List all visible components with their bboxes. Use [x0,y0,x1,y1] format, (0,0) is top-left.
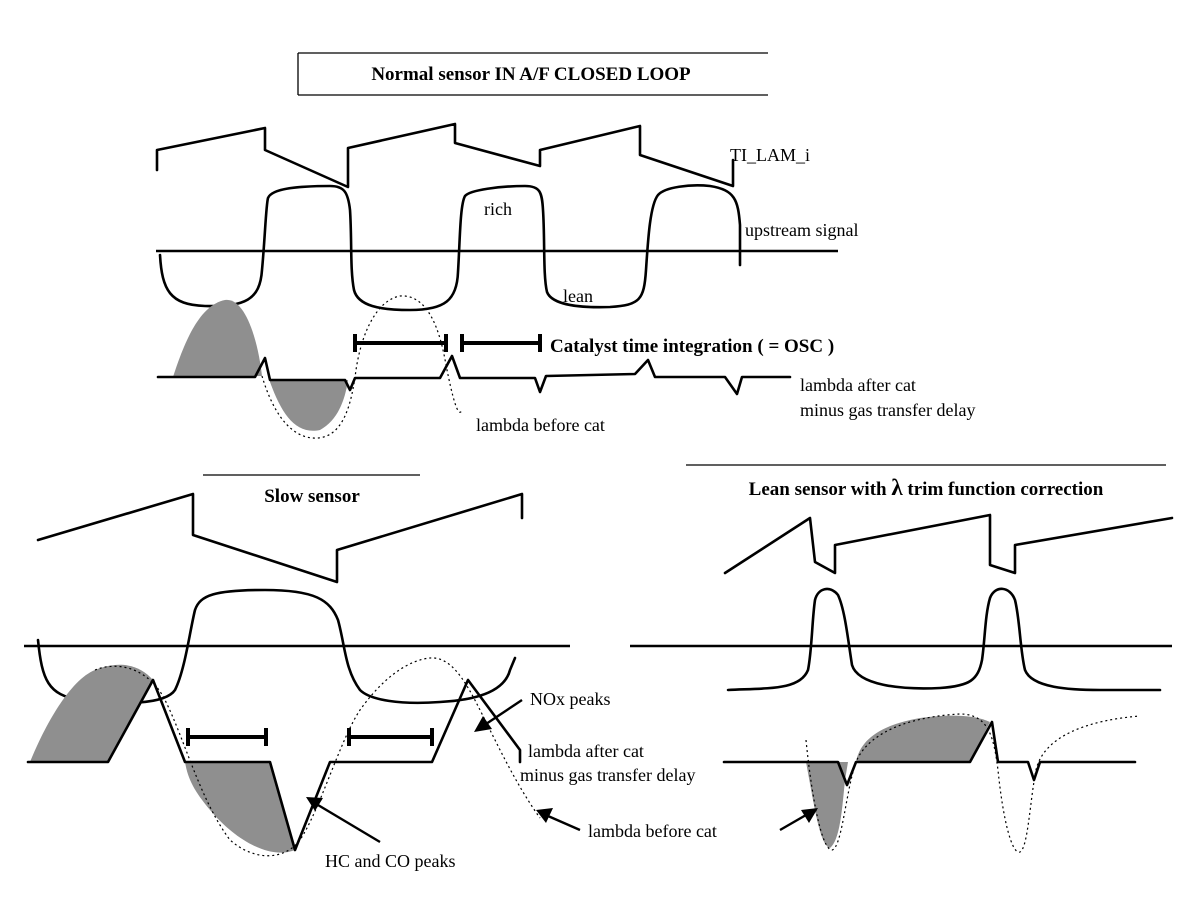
label-after-cat-normal-1: lambda after cat [800,375,916,395]
panel-title-normal: Normal sensor IN A/F CLOSED LOOP [371,64,691,85]
arrow-before-cat-slow [536,808,581,832]
label-after-cat-slow-1: lambda after cat [528,741,644,761]
ti-lam-signal-lean [723,513,1174,575]
label-after-cat-normal-2: minus gas transfer delay [800,400,975,420]
shaded-lean-dip [806,762,848,848]
label-before-cat-normal: lambda before cat [476,415,605,435]
shaded-nox-lobe-slow [30,664,153,762]
label-before-cat-slow: lambda before cat [588,821,717,841]
shaded-hc-co-lobe-slow [185,762,295,853]
shaded-rich-lobe [173,299,262,377]
upstream-signal-lean [726,587,1162,692]
shaded-lean-lobe [856,715,990,762]
arrow-hc-co [306,797,381,844]
shaded-lean-lobe [270,380,348,431]
lambda-after-cat-normal [156,354,792,396]
label-rich: rich [484,199,512,219]
panel-lean-sensor: Lean sensor with λ trim function correct… [630,464,1174,853]
arrow-nox [474,699,523,732]
label-nox: NOx peaks [530,689,610,709]
ti-lam-signal [155,122,735,189]
title-lean-suffix: trim function correction [903,479,1104,500]
osc-bar-2 [460,334,542,352]
title-lean-prefix: Lean sensor with [749,479,892,500]
upstream-signal [158,184,742,312]
osc-bar-slow-1 [186,728,268,746]
arrow-lean-dip [779,808,818,832]
label-lean: lean [563,286,593,306]
lambda-after-cat-slow [26,678,522,852]
label-catalyst-integration: Catalyst time integration ( = OSC ) [550,336,834,357]
panel-title-slow: Slow sensor [264,486,360,507]
osc-bar-slow-2 [347,728,434,746]
label-after-cat-slow-2: minus gas transfer delay [520,765,695,785]
lambda-after-cat-lean [722,720,1137,787]
label-upstream: upstream signal [745,220,858,240]
title-lean-lambda: λ [891,475,903,500]
label-hc-co: HC and CO peaks [325,851,455,871]
ti-lam-signal-slow [36,492,524,584]
panel-slow-sensor: Slow sensor [24,474,717,871]
panel-title-lean: Lean sensor with λ trim function correct… [749,475,1104,500]
panel-normal-sensor: Normal sensor IN A/F CLOSED LOOP TI_LAM_… [155,52,975,439]
osc-bar-1 [353,334,448,352]
label-ti-lam: TI_LAM_i [730,145,810,165]
